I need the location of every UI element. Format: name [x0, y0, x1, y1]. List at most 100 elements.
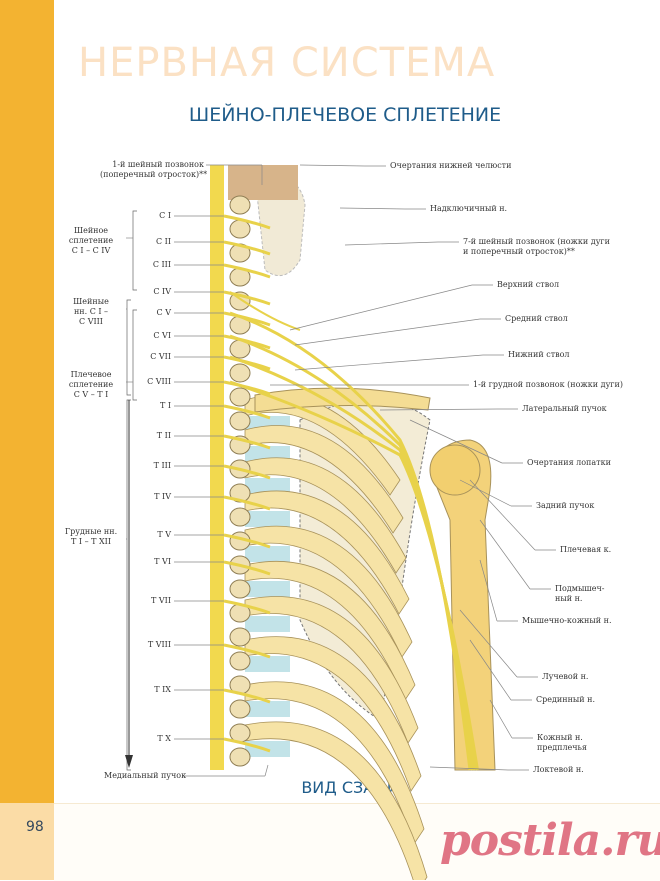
spinal-nerve-label: T III [153, 461, 171, 470]
bracket [126, 299, 131, 396]
vertebra [229, 219, 251, 239]
bracket [132, 309, 137, 401]
spinal-nerve-label: C III [152, 260, 171, 269]
footer-band [54, 803, 660, 881]
spinal-nerve [223, 434, 271, 450]
arrow-down-icon [125, 755, 133, 768]
leader-line [469, 639, 512, 701]
intercostal-space [245, 701, 290, 717]
spinal-nerve-label: T V [157, 530, 171, 539]
leader-line [479, 519, 531, 590]
nerve-group-label: Шейное сплетение C I – C IV [68, 226, 114, 255]
vertebra [229, 579, 251, 599]
spinal-nerve [223, 495, 271, 511]
nerve-group-label: Шейные нн. C I – C VIII [73, 297, 109, 326]
spinal-nerve [223, 240, 271, 256]
spinal-nerve-label: T VII [151, 596, 171, 605]
vertebra [229, 627, 251, 647]
spinal-nerve-label: T IX [154, 685, 171, 694]
supraclavicular-nerve [229, 291, 301, 331]
spinal-nerve-label: C VI [153, 331, 171, 340]
leader-line [459, 609, 518, 678]
right-label: Подмышеч- ный н. [555, 584, 605, 603]
spinal-nerve-label: T VI [154, 557, 171, 566]
leader-line [459, 479, 512, 507]
leader-line [294, 354, 484, 371]
spinal-nerve [223, 688, 271, 704]
spinal-nerve-label: T I [159, 401, 171, 410]
spinal-nerve [223, 214, 271, 230]
spinal-nerve [223, 404, 271, 420]
right-label: 7-й шейный позвонок (ножки дуги и попере… [463, 237, 610, 256]
spinal-nerve-label: T IV [154, 492, 171, 501]
nerve-group-label: Плечевое сплетение C V – T I [68, 370, 114, 399]
right-label: Нижний ствол [508, 350, 570, 359]
right-label: Очертания лопатки [527, 458, 611, 467]
page-number: 98 [26, 819, 44, 835]
spinal-nerve [223, 263, 271, 279]
spinal-nerve-label: C IV [153, 287, 171, 296]
right-label: Мышечно-кожный н. [522, 616, 612, 625]
spinal-nerve-label: T X [157, 734, 171, 743]
leader-line [289, 284, 473, 331]
leader-line [264, 764, 269, 777]
spinal-nerve-label: C I [159, 211, 171, 220]
right-label: Срединный н. [536, 695, 596, 704]
rib [244, 457, 407, 574]
spinal-nerve [223, 290, 271, 306]
intercostal-space [245, 511, 290, 527]
intercostal-space [245, 616, 290, 632]
vertebra [229, 699, 251, 719]
vertebra [229, 651, 251, 671]
sidebar-accent-lower [0, 803, 54, 880]
right-label: Очертания нижней челюсти [390, 161, 512, 170]
vertebra [229, 747, 251, 767]
vertebra [229, 363, 251, 383]
leader-line [344, 241, 439, 246]
rib [244, 636, 422, 792]
rib [244, 425, 404, 534]
right-label: Кожный н. предплечья [537, 733, 587, 752]
right-label: Лучевой н. [542, 672, 589, 681]
spinal-nerve [223, 643, 271, 659]
right-label: Плечевая к. [560, 545, 612, 554]
first-cervical-label: 1-й шейный позвонок (поперечный отросток… [100, 160, 208, 179]
spinal-nerve-label: C VIII [147, 377, 171, 386]
intercostal-space [245, 546, 290, 562]
intercostal-space [245, 656, 290, 672]
vertebra [229, 507, 251, 527]
right-label: Задний пучок [536, 501, 595, 510]
leader-line [294, 318, 481, 346]
right-label: Латеральный пучок [522, 404, 607, 413]
vertebra [229, 411, 251, 431]
right-label: Средний ствол [505, 314, 568, 323]
rib [244, 490, 410, 615]
skull-base [228, 165, 298, 200]
intercostal-space [245, 581, 290, 597]
section-title: НЕРВНАЯ СИСТЕМА [78, 40, 496, 86]
bracket [132, 210, 137, 291]
leader-line [299, 164, 366, 167]
spinal-nerve [223, 464, 271, 480]
spinal-cord [210, 165, 224, 770]
nerve-group-label: Грудные нн. T I – T XII [64, 527, 118, 546]
spinal-nerve-label: C II [156, 237, 171, 246]
leader-line [479, 559, 498, 622]
right-label: Локтевой н. [533, 765, 584, 774]
leader-line [339, 207, 406, 210]
spinal-nerve-label: T VIII [147, 640, 171, 649]
right-label: 1-й грудной позвонок (ножки дуги) [473, 380, 623, 389]
right-label: Надключичный н. [430, 204, 508, 213]
spinal-nerve-label: C VII [150, 352, 171, 361]
vertebra [229, 195, 251, 215]
spinal-nerve-label: C V [156, 308, 171, 317]
sidebar-accent [0, 0, 54, 803]
spinal-nerve [223, 599, 271, 615]
spinal-nerve-label: T II [156, 431, 171, 440]
vertebra [229, 387, 251, 407]
leader-line [489, 699, 513, 739]
spinal-nerve [223, 560, 271, 576]
spinal-nerve [223, 737, 271, 753]
rib [244, 721, 428, 880]
